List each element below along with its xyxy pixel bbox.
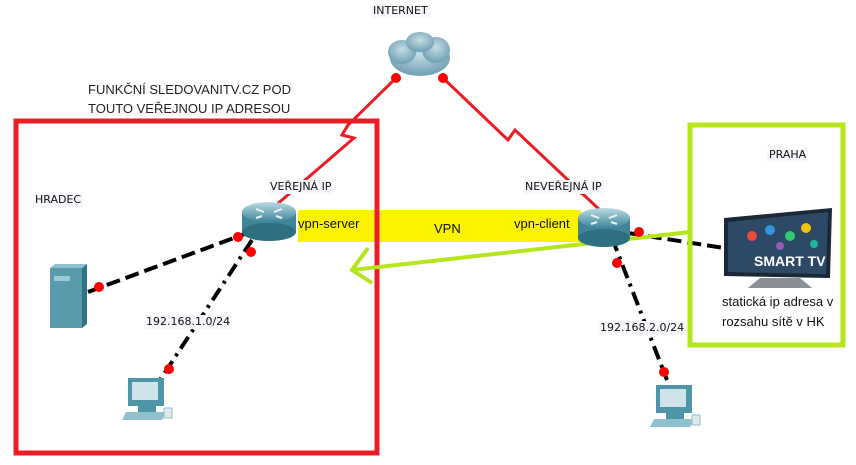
lan-link-server <box>87 230 251 294</box>
tv-static-ip-note: statická ip adresa v rozsahu sítě v HK <box>722 294 834 329</box>
port-dot <box>233 232 243 242</box>
vpn-tunnel-bar <box>298 210 581 242</box>
port-dot <box>438 73 448 83</box>
tv-brand-text: SMART TV <box>754 253 826 269</box>
tv-route-arrow <box>351 230 691 272</box>
port-dot <box>94 282 104 292</box>
public-ip-note: FUNKČNÍ SLEDOVANITV.CZ POD TOUTO VEŘEJNO… <box>88 80 291 118</box>
port-dot <box>659 367 669 377</box>
internet-label: INTERNET <box>371 4 430 18</box>
hradec-label: HRADEC <box>33 193 84 207</box>
public-ip-note-line1: FUNKČNÍ SLEDOVANITV.CZ POD <box>88 82 291 97</box>
smart-tv-icon: SMART TV <box>724 208 832 288</box>
pc-praha-icon <box>650 385 701 427</box>
vpn-client-label: vpn-client <box>514 216 570 231</box>
subnet-praha-label: 192.168.2.0/24 <box>598 321 687 335</box>
router-hradec-icon <box>242 202 296 241</box>
private-ip-label: NEVEŘEJNÁ IP <box>523 180 604 194</box>
port-dot <box>634 227 644 237</box>
wan-link-praha <box>441 76 605 215</box>
subnet-hradec-label: 192.168.1.0/24 <box>144 315 233 329</box>
server-icon <box>50 264 87 328</box>
internet-cloud-icon <box>388 32 450 76</box>
router-praha-icon <box>578 208 630 247</box>
port-dot <box>612 258 622 268</box>
tv-route-arrowhead <box>349 246 374 285</box>
pc-hradec-icon <box>122 378 173 420</box>
port-dot <box>246 247 256 257</box>
praha-label: PRAHA <box>767 148 809 162</box>
public-ip-note-line2: TOUTO VEŘEJNOU IP ADRESOU <box>88 101 291 116</box>
wan-link-hradec <box>267 76 398 214</box>
lan-link-pc-praha <box>610 237 669 381</box>
vpn-server-label: vpn-server <box>298 216 360 231</box>
lan-link-tv <box>627 231 725 250</box>
port-dot <box>164 364 174 374</box>
praha-frame <box>687 122 846 348</box>
public-ip-label: VEŘEJNÁ IP <box>268 180 334 194</box>
port-dot <box>391 73 401 83</box>
vpn-label: VPN <box>434 221 461 236</box>
